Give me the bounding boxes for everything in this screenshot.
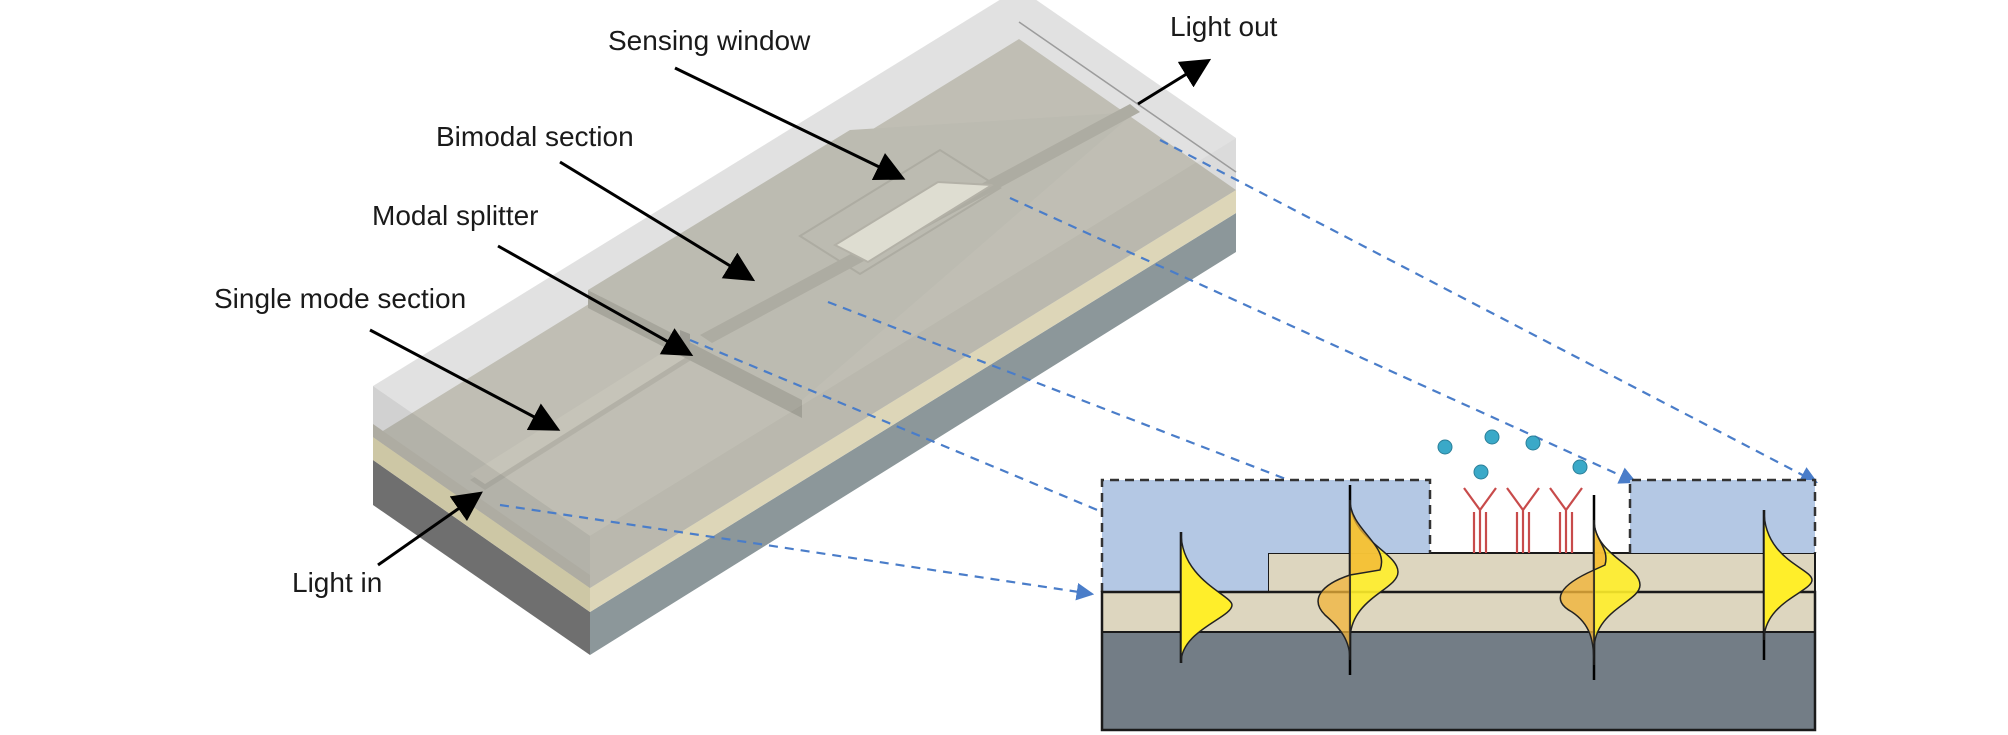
core-layer-front: [373, 437, 590, 612]
guide-sensing: [1009, 196, 1638, 484]
label-bimodal-section: Bimodal section: [436, 121, 634, 152]
molecule-1: [1437, 439, 1453, 455]
mode-profile-output: [1763, 509, 1813, 641]
cross-cladding-left-border: [1100, 478, 1432, 592]
label-sensing-window: Sensing window: [608, 25, 811, 56]
mode-profile-single: [1180, 531, 1233, 664]
glass-cover-front: [373, 386, 590, 588]
arrow-modal-splitter: [497, 244, 694, 356]
label-single-mode-section: Single mode section: [214, 283, 466, 314]
substrate-front: [373, 460, 590, 655]
guide-light-out: [1159, 139, 1818, 484]
label-modal-splitter: Modal splitter: [372, 200, 539, 231]
glass-edge: [1018, 21, 1237, 173]
molecule-2: [1484, 429, 1500, 445]
arrow-bimodal-section: [559, 160, 756, 282]
cross-section: [1100, 429, 1817, 732]
label-light-in: Light in: [292, 567, 382, 598]
glass-cover-top: [373, 0, 1236, 536]
mode-profile-first-order-2: [1559, 519, 1607, 666]
molecule-3: [1525, 435, 1541, 451]
analyte-molecules: [1437, 429, 1588, 480]
cross-outline: [1100, 590, 1817, 732]
arrow-light-out: [1137, 58, 1212, 106]
antibodies: [1463, 487, 1583, 553]
guide-light-in: [499, 503, 1095, 601]
arrow-sensing-window: [674, 66, 906, 181]
antibody-3: [1549, 487, 1583, 553]
molecule-4: [1572, 459, 1588, 475]
cross-substrate: [1102, 632, 1815, 730]
molecule-5: [1473, 464, 1489, 480]
glass-cover-side: [590, 138, 1236, 588]
label-light-out: Light out: [1170, 11, 1278, 42]
core-layer-side: [590, 190, 1236, 612]
cross-cladding-right-border: [1628, 478, 1817, 553]
arrow-single-mode-section: [369, 328, 561, 431]
mode-profile-first-order-1: [1317, 499, 1383, 661]
antibody-1: [1463, 487, 1497, 553]
arrow-light-in: [377, 491, 483, 567]
cross-cladding-right: [1630, 480, 1815, 553]
antibody-2: [1506, 487, 1540, 553]
